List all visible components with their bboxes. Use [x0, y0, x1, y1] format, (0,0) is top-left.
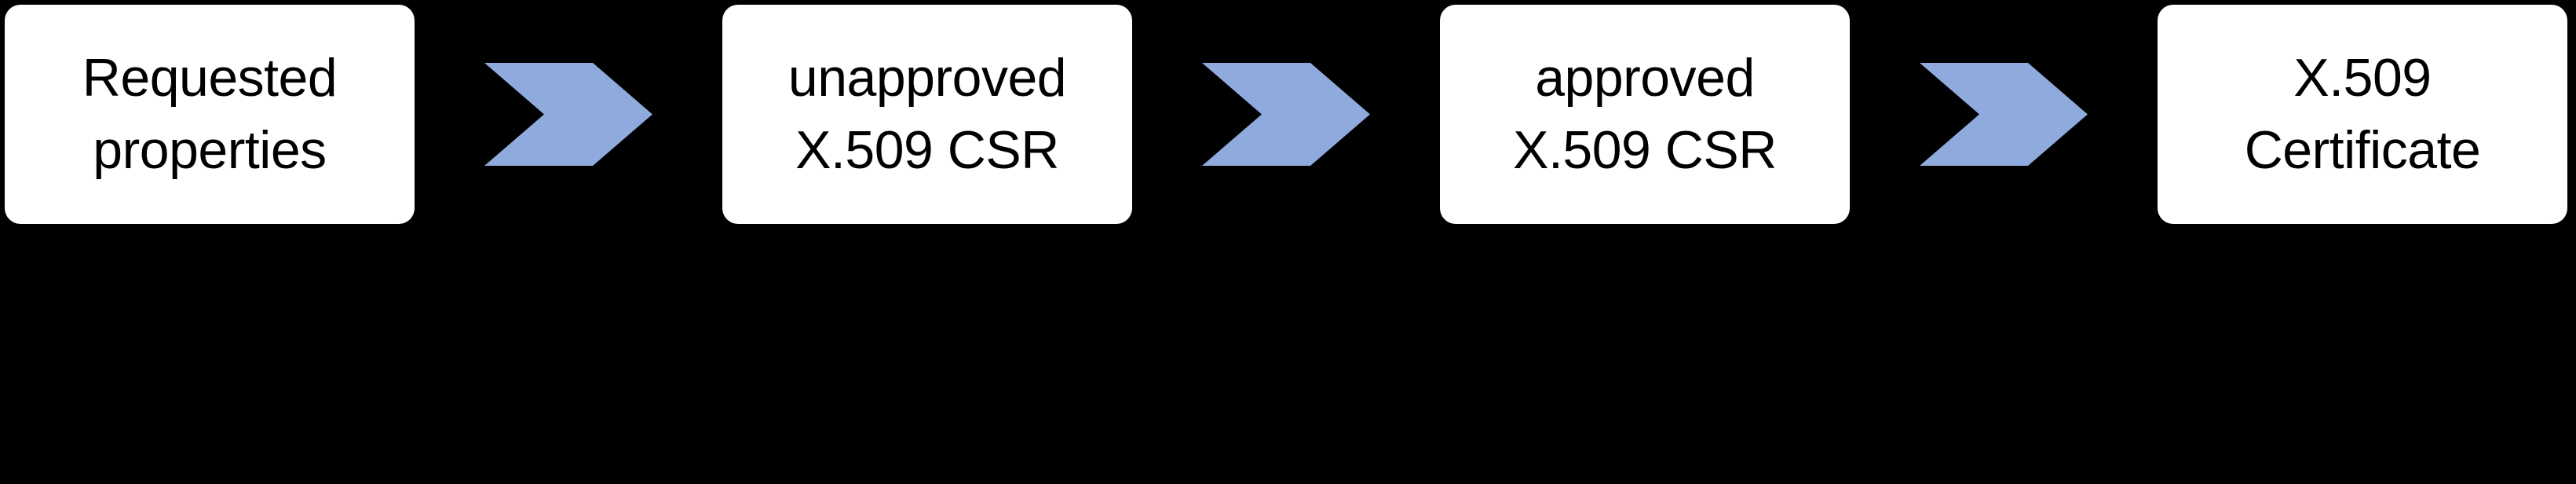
arrow-gap [415, 5, 722, 224]
flow-step-approved-csr: approved X.509 CSR [1440, 5, 1850, 224]
flow-step-label: Requested properties [82, 47, 338, 180]
chevron-right-icon [1202, 63, 1370, 166]
chevron-right-icon [484, 63, 652, 166]
flow-step-requested-properties: Requested properties [5, 5, 415, 224]
arrow-gap [1132, 5, 1440, 224]
flow-step-label: unapproved X.509 CSR [787, 47, 1067, 180]
flow-step-label: approved X.509 CSR [1513, 47, 1777, 180]
arrow-gap [1850, 5, 2158, 224]
flow-step-x509-certificate: X.509 Certificate [2158, 5, 2567, 224]
flow-step-unapproved-csr: unapproved X.509 CSR [722, 5, 1132, 224]
flow-row: Requested properties unapproved X.509 CS… [5, 5, 2567, 224]
chevron-right-icon [1920, 63, 2088, 166]
flow-step-label: X.509 Certificate [2244, 47, 2481, 180]
